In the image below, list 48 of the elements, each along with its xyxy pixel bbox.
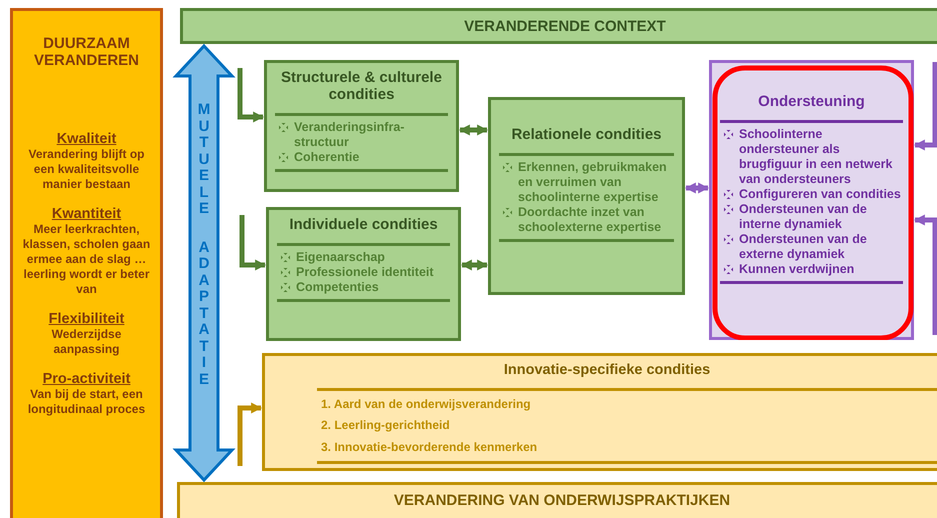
criterion-text: Wederzijdse aanpassing [50, 327, 122, 357]
sidebar-panel [10, 8, 163, 518]
criterion-heading: Flexibiliteit [48, 311, 126, 327]
double-arrow [172, 44, 236, 482]
box-heading: Innovatie-specifieke condities [502, 362, 712, 380]
list-item: 3. Innovatie-bevorderende kenmerken [321, 440, 538, 454]
arrow [238, 402, 262, 466]
list-item: Competenties [296, 280, 379, 295]
arrow [914, 214, 937, 335]
box-heading: Individuele condities [288, 216, 439, 235]
panel-title: DUURZAAM VERANDEREN [32, 35, 140, 69]
list-item: Doordachte inzet van schoolexterne expertise [518, 205, 662, 235]
arrow [460, 260, 488, 270]
condition-box [488, 97, 685, 295]
criterion-heading: Kwaliteit [56, 131, 118, 147]
criterion-heading: Pro-activiteit [42, 371, 132, 387]
list-item: Ondersteunen van de externe dynamiek [739, 232, 868, 262]
list-item: Ondersteunen van de interne dynamiek [739, 202, 868, 232]
band-title: VERANDERING VAN ONDERWIJSPRAKTIJKEN [394, 492, 730, 509]
list-item: Erkennen, gebruikmaken en verruimen van schoolinterne expertise [518, 160, 668, 205]
arrow [458, 124, 488, 136]
arrow [238, 68, 264, 122]
list-item: Professionele identiteit [296, 265, 434, 280]
list-item: Kunnen verdwijnen [739, 262, 854, 277]
criterion-heading: Kwantiteit [50, 206, 122, 222]
box-heading: Structurele & culturele condities [280, 69, 443, 105]
criterion-text: Meer leerkrachten, klassen, scholen gaan ermee aan de slag … leerling wordt er beter van [22, 222, 152, 297]
list-item: Schoolinterne ondersteuner als brugfiguur in een netwerk van ondersteuners [739, 127, 894, 187]
box-heading: Relationele condities [510, 126, 663, 145]
list-item: Eigenaarschap [296, 250, 385, 265]
criterion-text: Verandering blijft op een kwaliteitsvolle manier bestaan [27, 147, 146, 192]
list-item: Coherentie [294, 150, 360, 165]
band-box [180, 8, 937, 44]
list-item: Veranderingsinfra-structuur [294, 120, 406, 150]
arrow [684, 182, 710, 194]
condition-box [264, 60, 459, 192]
band-title: VERANDERENDE CONTEXT [464, 18, 666, 35]
edge-label: MUTUELE ADAPTATIE [196, 102, 212, 388]
arrow [240, 215, 266, 270]
list-item: 1. Aard van de onderwijsverandering [321, 397, 531, 412]
condition-box [262, 353, 937, 471]
band-box [177, 482, 937, 518]
box-heading: Ondersteuning [757, 93, 866, 112]
criterion-text: Van bij de start, een longitudinaal proces [26, 387, 146, 417]
condition-box [266, 207, 461, 341]
list-item: 2. Leerling-gerichtheid [321, 418, 450, 433]
list-item: Configureren van condities [739, 187, 901, 202]
arrow [914, 62, 937, 150]
